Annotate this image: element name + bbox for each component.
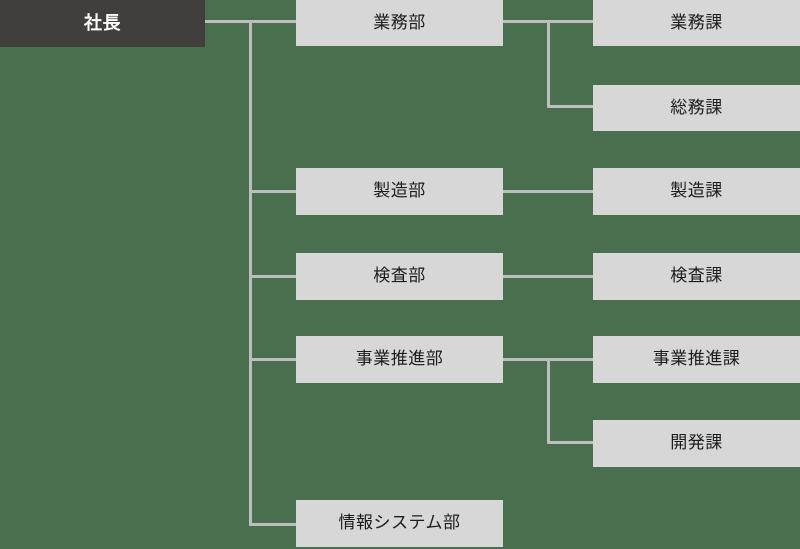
- node-kensaka[interactable]: 検査課: [593, 253, 800, 300]
- connector-root-to-trunk: [205, 20, 252, 23]
- connector-trunk-to-gyomubu: [249, 20, 296, 23]
- connector-trunk-to-kensabu: [249, 275, 296, 278]
- node-johosystembu[interactable]: 情報システム部: [296, 500, 503, 547]
- connector-trunk-to-johosystembu: [249, 523, 296, 526]
- connector-trunk-to-seizobu: [249, 190, 296, 193]
- node-gyomuka[interactable]: 業務課: [593, 0, 800, 46]
- connector-main-trunk: [249, 20, 252, 526]
- node-seizoka[interactable]: 製造課: [593, 168, 800, 215]
- connector-trunk-to-jigyosuishinbu: [249, 358, 296, 361]
- node-kensabu[interactable]: 検査部: [296, 253, 503, 300]
- node-kaihatsuka[interactable]: 開発課: [593, 420, 800, 467]
- connector-gyomubu-branch: [547, 20, 550, 108]
- connector-jigyosuishinbu-to-kaihatsuka: [547, 441, 593, 444]
- connector-gyomubu-to-somuka: [547, 105, 593, 108]
- node-jigyosuishinka[interactable]: 事業推進課: [593, 336, 800, 383]
- node-seizobu[interactable]: 製造部: [296, 168, 503, 215]
- connector-seizobu-to-seizoka: [503, 190, 593, 193]
- connector-kensabu-to-kensaka: [503, 275, 593, 278]
- node-jigyosuishinbu[interactable]: 事業推進部: [296, 336, 503, 383]
- node-gyomubu[interactable]: 業務部: [296, 0, 503, 46]
- node-shacho[interactable]: 社長: [0, 0, 205, 47]
- node-somuka[interactable]: 総務課: [593, 85, 800, 131]
- connector-jigyosuishinbu-branch: [547, 358, 550, 444]
